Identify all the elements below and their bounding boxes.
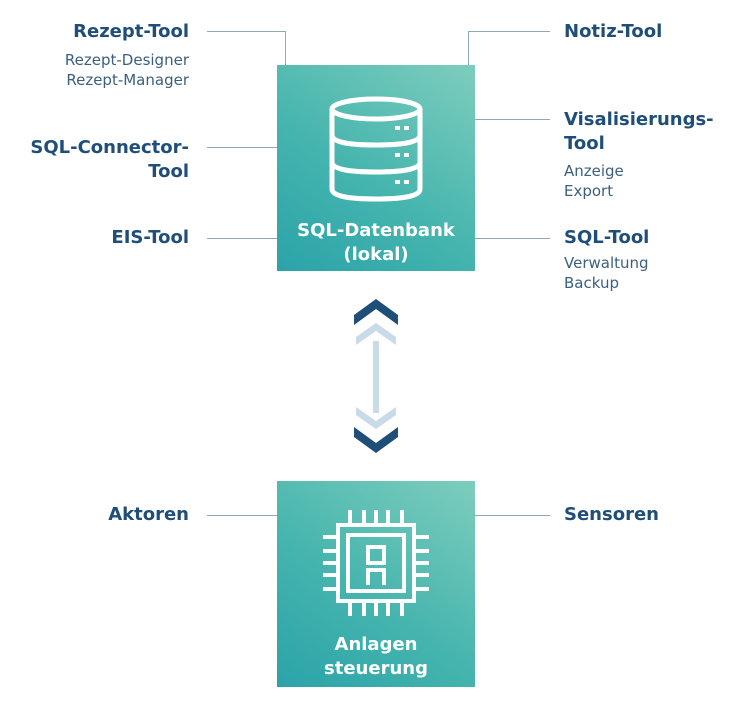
chip-icon (323, 510, 429, 616)
tool-visualisierung-sub-anzeige: Anzeige (564, 162, 624, 180)
tool-sql-title: SQL-Tool (564, 227, 650, 248)
tool-visualisierung-title-line2: Tool (564, 133, 605, 154)
tool-rezept-sub-designer: Rezept-Designer (64, 51, 189, 69)
tool-eis-title: EIS-Tool (111, 227, 189, 248)
connector-eis (207, 238, 277, 239)
connector-rezept-v (285, 31, 286, 66)
control-label-line1: Anlagen (334, 634, 418, 655)
arrow-shaft (373, 341, 379, 413)
database-box: SQL-Datenbank (lokal) (277, 65, 475, 271)
connector-aktoren (207, 515, 277, 516)
tool-rezept-sub-manager: Rezept-Manager (66, 71, 189, 89)
arrow-up-light (356, 323, 396, 345)
connector-sqlconnector (207, 147, 277, 148)
database-label: SQL-Datenbank (lokal) (277, 219, 475, 267)
arrow-down-dark (354, 427, 398, 453)
bidirectional-arrow-icon (354, 299, 398, 453)
connector-sqltool (475, 238, 550, 239)
database-label-line1: SQL-Datenbank (297, 220, 455, 241)
arrow-down-light (356, 407, 396, 429)
tool-sql-sub-backup: Backup (564, 274, 619, 292)
connector-notiz-v (468, 31, 469, 66)
tool-visualisierung-sub-export: Export (564, 182, 614, 200)
connector-notiz-h (468, 31, 550, 32)
database-icon (329, 96, 423, 202)
connector-sensoren (475, 515, 550, 516)
tool-sqlconnector-title-line1: SQL-Connector- (30, 137, 189, 158)
tool-sql-sub-verwaltung: Verwaltung (564, 254, 649, 272)
control-label-line2: steuerung (324, 658, 428, 679)
connector-visualisierung (475, 119, 550, 120)
control-label: Anlagen steuerung (277, 633, 475, 681)
tool-sqlconnector-title-line2: Tool (148, 161, 189, 182)
tool-notiz-title: Notiz-Tool (564, 21, 663, 42)
aktoren-label: Aktoren (108, 504, 189, 525)
tool-visualisierung-title-line1: Visalisierungs- (564, 109, 714, 130)
sensoren-label: Sensoren (564, 504, 659, 525)
database-label-line2: (lokal) (343, 244, 409, 265)
tool-rezept-title: Rezept-Tool (73, 21, 189, 42)
connector-rezept-h (207, 31, 286, 32)
arrow-up-dark (354, 299, 398, 325)
control-box: Anlagen steuerung (277, 481, 475, 687)
